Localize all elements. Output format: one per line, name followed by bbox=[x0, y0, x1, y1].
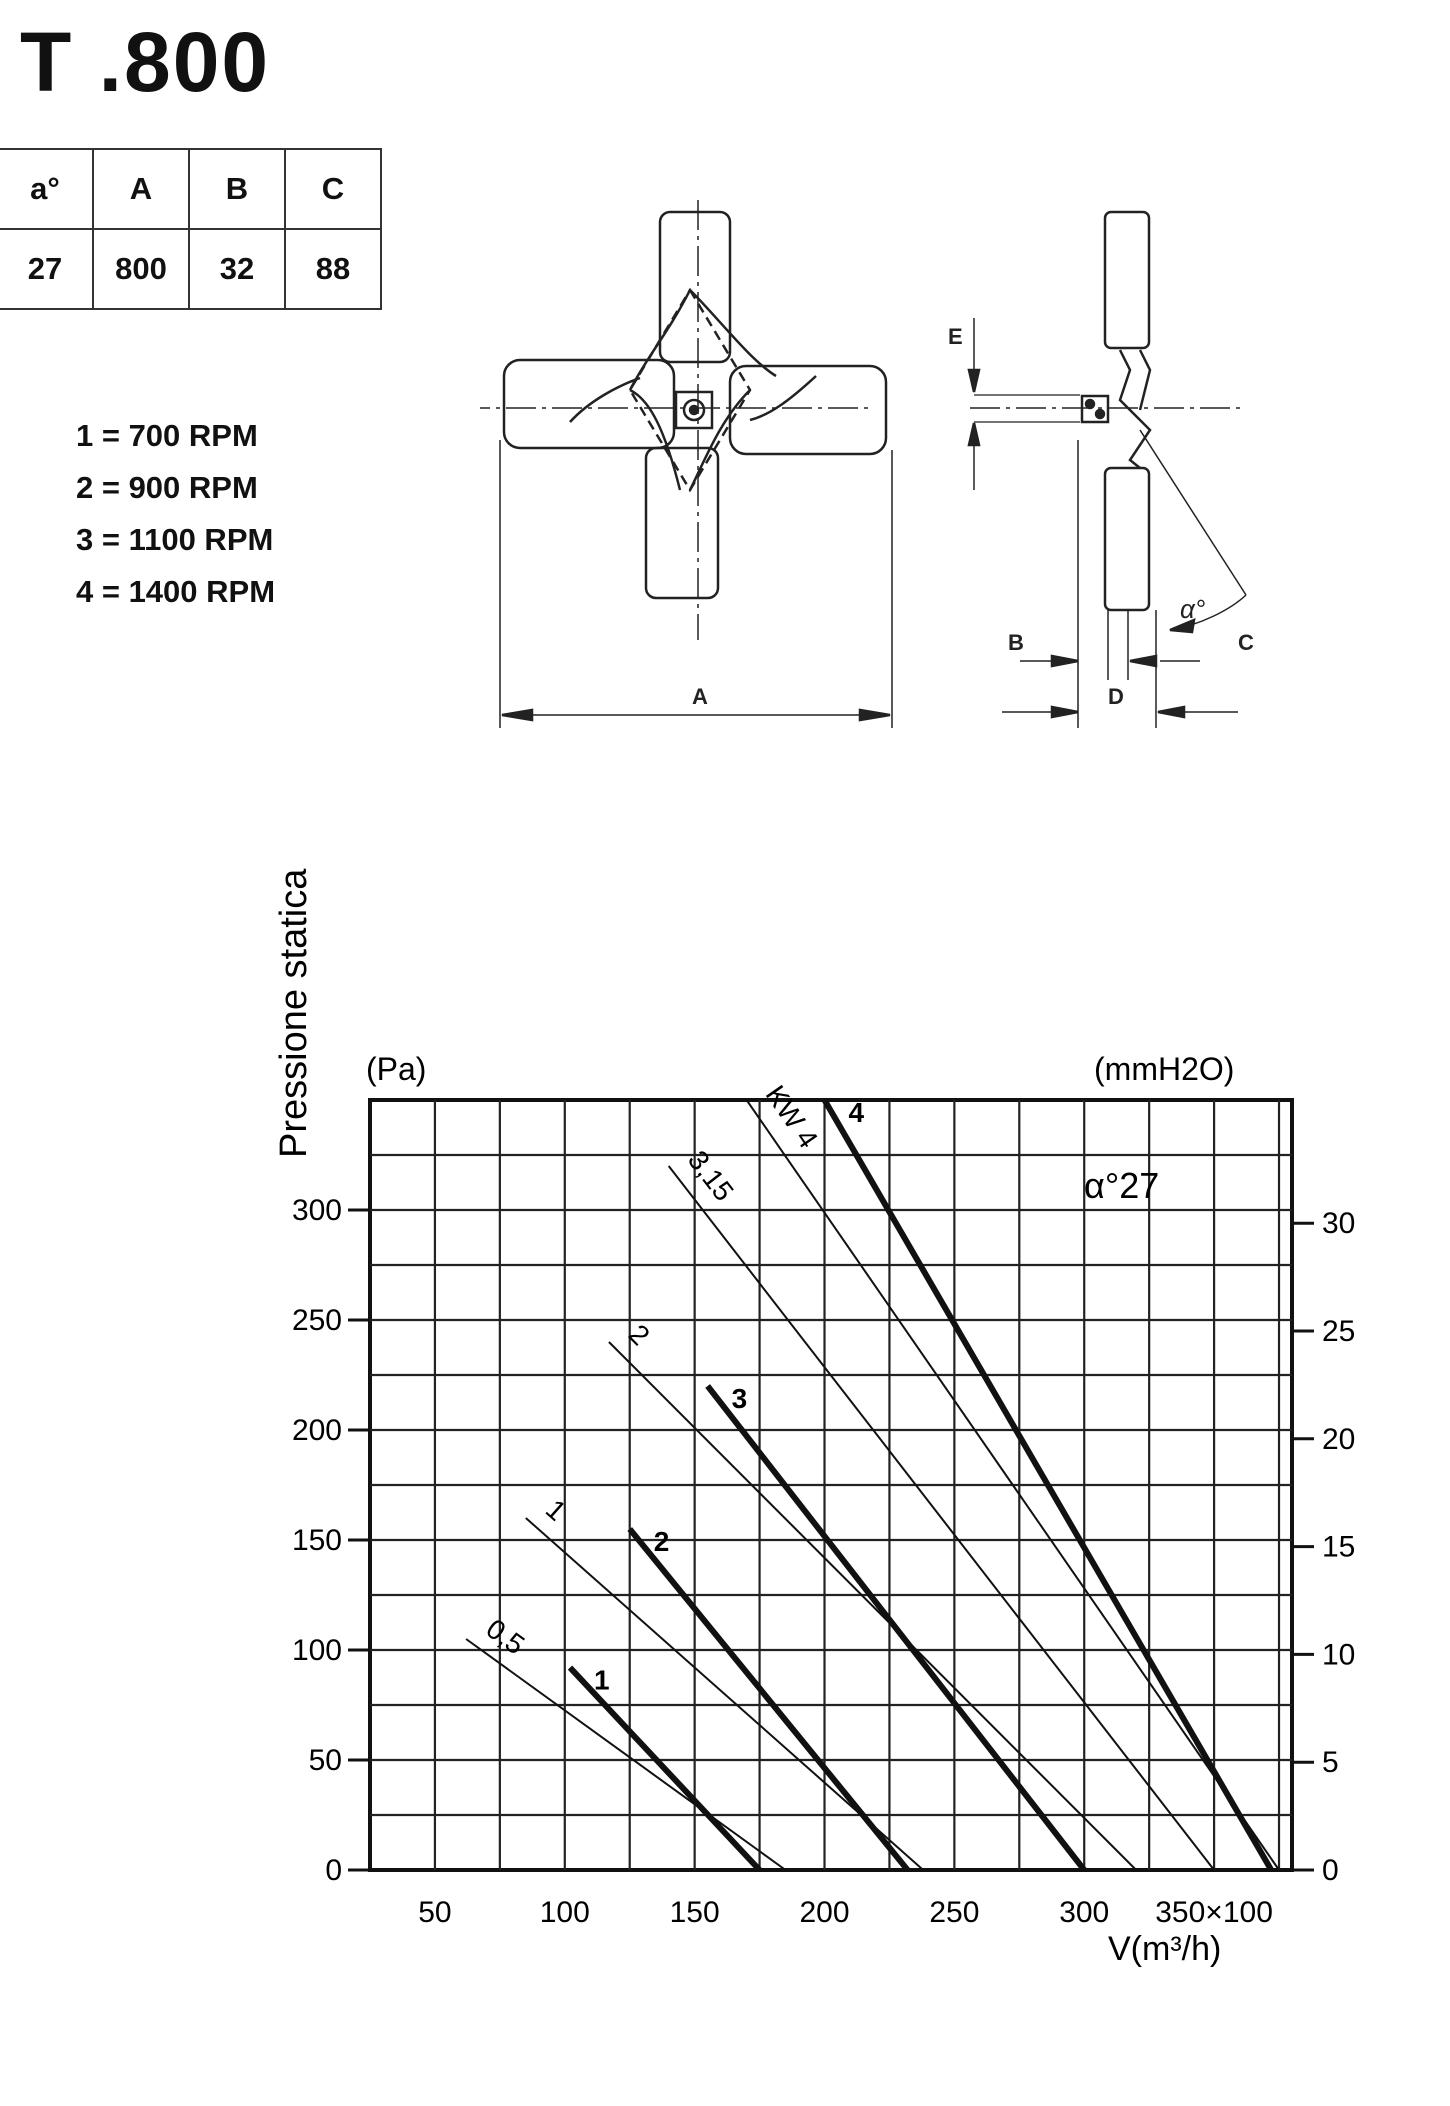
rpm-legend-item: 3 = 1100 RPM bbox=[76, 522, 274, 557]
y-tick-label-right: 20 bbox=[1322, 1423, 1355, 1456]
chart-annotation-alpha: α°27 bbox=[1084, 1165, 1159, 1206]
x-tick-label: 50 bbox=[418, 1896, 451, 1929]
power-line-05 bbox=[465, 1638, 787, 1871]
rpm-curve-2 bbox=[627, 1527, 910, 1872]
y-tick-label-right: 0 bbox=[1322, 1854, 1339, 1887]
fan-blade-right bbox=[728, 364, 888, 456]
power-line-label: 0,5 bbox=[481, 1613, 531, 1661]
value-cell-c: 88 bbox=[284, 228, 382, 310]
header-cell-a: A bbox=[92, 148, 190, 230]
dimension-label-c: C bbox=[1238, 630, 1254, 655]
x-tick-label: 150 bbox=[670, 1896, 720, 1929]
chart-labels: Pressione statica (Pa) (mmH2O) V(m³/h) α… bbox=[273, 868, 1234, 1968]
y-tick-label-left: 250 bbox=[292, 1304, 342, 1337]
x-tick-label: 100 bbox=[540, 1896, 590, 1929]
x-tick-label: 300 bbox=[1059, 1896, 1109, 1929]
power-line-label: 1 bbox=[540, 1493, 572, 1527]
y-tick-label-left: 50 bbox=[309, 1744, 342, 1777]
page-title: T .800 bbox=[20, 15, 271, 109]
header-cell-alpha: a° bbox=[0, 148, 94, 230]
value-cell-b: 32 bbox=[188, 228, 286, 310]
y-tick-label-right: 10 bbox=[1322, 1638, 1355, 1671]
rpm-curve-label: 3 bbox=[732, 1383, 748, 1414]
rpm-legend-item: 2 = 900 RPM bbox=[76, 470, 258, 505]
power-line-label: KW 4 bbox=[760, 1080, 824, 1154]
power-line-315 bbox=[667, 1165, 1215, 1871]
rpm-curve-4 bbox=[821, 1098, 1274, 1872]
angle-label-alpha: α° bbox=[1180, 594, 1205, 624]
dimension-label-a: A bbox=[692, 684, 708, 709]
value-cell-a: 800 bbox=[92, 228, 190, 310]
spec-table: a° A B C 27 800 32 88 bbox=[0, 148, 382, 310]
y-unit-right: (mmH2O) bbox=[1094, 1051, 1234, 1087]
rpm-curve-3 bbox=[705, 1384, 1087, 1872]
spec-table-value-row: 27 800 32 88 bbox=[0, 228, 382, 310]
x-tick-label: 200 bbox=[799, 1896, 849, 1929]
y-tick-label-right: 30 bbox=[1322, 1207, 1355, 1240]
y-tick-label-right: 5 bbox=[1322, 1746, 1339, 1779]
dimension-label-e: E bbox=[948, 324, 963, 349]
fan-shaft bbox=[682, 398, 706, 422]
y-tick-label-left: 0 bbox=[325, 1854, 342, 1887]
x-tick-label: 250 bbox=[929, 1896, 979, 1929]
spec-table-header-row: a° A B C bbox=[0, 148, 382, 230]
fan-front-view bbox=[502, 210, 888, 600]
fan-blade-bottom bbox=[644, 446, 720, 600]
fan-blade-left bbox=[502, 358, 676, 450]
rpm-curve-label: 2 bbox=[654, 1526, 670, 1557]
rpm-curve-label: 1 bbox=[594, 1665, 610, 1696]
y-axis-title: Pressione statica bbox=[273, 868, 315, 1158]
y-tick-label-right: 15 bbox=[1322, 1531, 1355, 1564]
x-axis-title: V(m³/h) bbox=[1108, 1930, 1221, 1968]
rpm-legend: 1 = 700 RPM 2 = 900 RPM 3 = 1100 RPM 4 =… bbox=[76, 410, 275, 618]
fan-hub-outline bbox=[628, 287, 752, 493]
y-tick-label-left: 300 bbox=[292, 1194, 342, 1227]
rpm-legend-item: 1 = 700 RPM bbox=[76, 418, 258, 453]
power-line-2 bbox=[608, 1341, 1137, 1871]
rpm-curves: 1 2 3 4 bbox=[567, 1097, 1274, 1873]
header-cell-c: C bbox=[284, 148, 382, 230]
y-unit-left: (Pa) bbox=[366, 1051, 426, 1087]
rpm-curve-label: 4 bbox=[849, 1097, 865, 1128]
dimension-label-d: D bbox=[1108, 684, 1124, 709]
y-tick-label-left: 100 bbox=[292, 1634, 342, 1667]
fan-technical-drawing: E B C D A α° bbox=[480, 200, 1254, 728]
rpm-curve-1 bbox=[567, 1665, 762, 1873]
x-tick-label: 350×100 bbox=[1155, 1896, 1273, 1929]
y-tick-label-left: 200 bbox=[292, 1414, 342, 1447]
power-line-label: 2 bbox=[623, 1318, 656, 1351]
value-cell-alpha: 27 bbox=[0, 228, 94, 310]
y-tick-label-left: 150 bbox=[292, 1524, 342, 1557]
fan-side-view bbox=[1080, 210, 1247, 634]
y-tick-label-right: 25 bbox=[1322, 1315, 1355, 1348]
fan-blade-top bbox=[658, 210, 732, 364]
power-line-KW4 bbox=[745, 1099, 1280, 1871]
chart-grid bbox=[368, 1098, 1294, 1872]
header-cell-b: B bbox=[188, 148, 286, 230]
dimension-label-b: B bbox=[1008, 630, 1024, 655]
rpm-legend-item: 4 = 1400 RPM bbox=[76, 574, 276, 609]
